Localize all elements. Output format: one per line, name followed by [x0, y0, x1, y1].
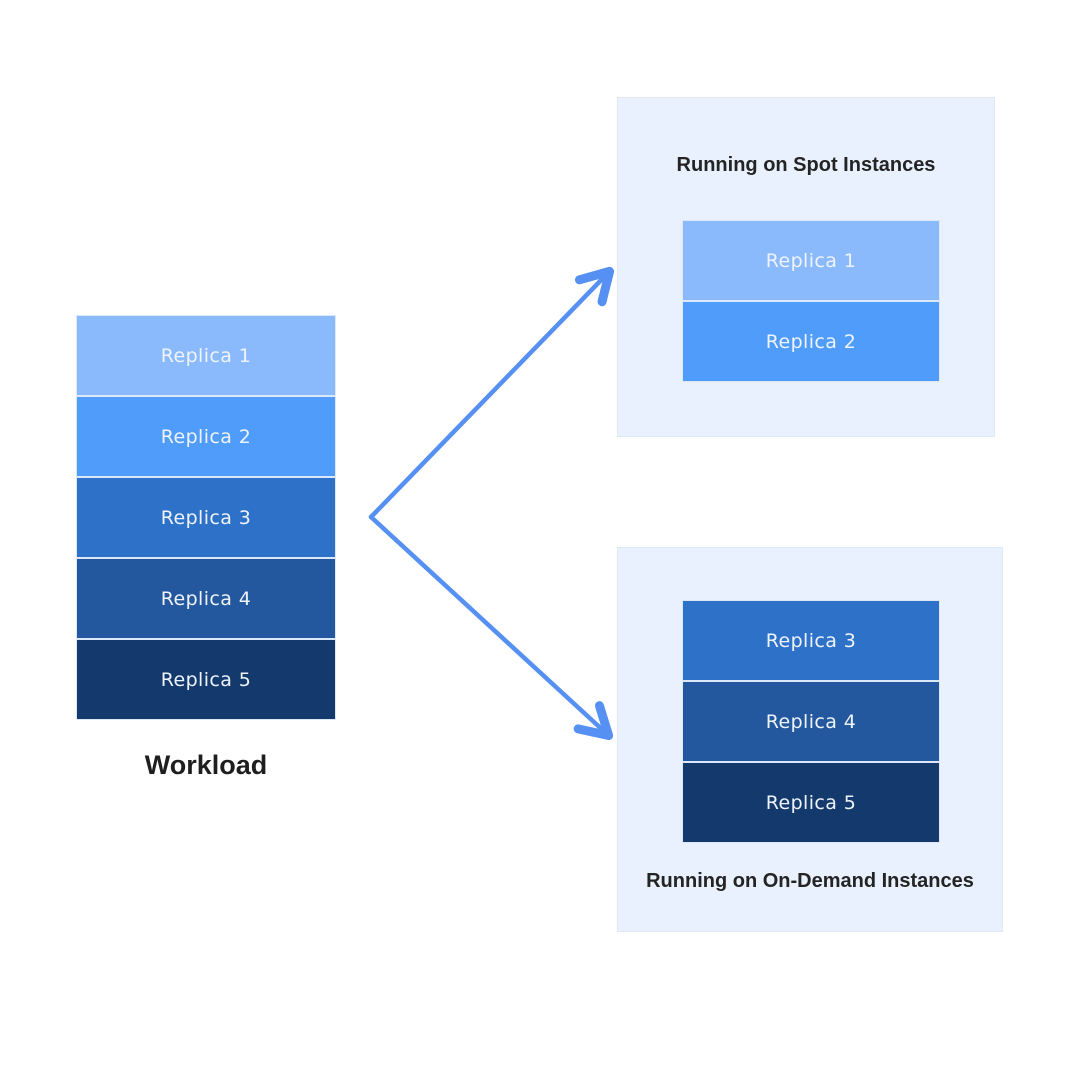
workload-replica-1: Replica 1 — [76, 315, 336, 396]
ondemand-panel-title: Running on On-Demand Instances — [646, 870, 974, 892]
replica-label: Replica 1 — [160, 344, 252, 367]
replica-label: Replica 2 — [160, 425, 252, 448]
ondemand-instances-panel: Replica 3 Replica 4 Replica 5 Running on… — [617, 547, 1003, 932]
workload-replica-2: Replica 2 — [76, 396, 336, 477]
ondemand-replica-5: Replica 5 — [682, 762, 940, 843]
spot-panel-title: Running on Spot Instances — [676, 154, 936, 176]
spot-replica-1: Replica 1 — [682, 220, 940, 301]
replica-label: Replica 5 — [160, 668, 252, 691]
spot-replica-stack: Replica 1 Replica 2 — [682, 220, 940, 382]
replica-label: Replica 3 — [160, 506, 252, 529]
replica-label: Replica 3 — [765, 629, 857, 652]
replica-label: Replica 2 — [765, 330, 857, 353]
spot-replica-2: Replica 2 — [682, 301, 940, 382]
spot-instances-panel: Running on Spot Instances Replica 1 Repl… — [617, 97, 995, 437]
workload-stack: Replica 1 Replica 2 Replica 3 Replica 4 … — [76, 315, 336, 720]
workload-title: Workload — [144, 750, 268, 780]
workload-replica-5: Replica 5 — [76, 639, 336, 720]
ondemand-replica-3: Replica 3 — [682, 600, 940, 681]
replica-label: Replica 4 — [160, 587, 252, 610]
replica-label: Replica 1 — [765, 249, 857, 272]
arrow-to-spot — [368, 266, 615, 520]
replica-label: Replica 4 — [765, 710, 857, 733]
ondemand-replica-stack: Replica 3 Replica 4 Replica 5 — [682, 600, 940, 843]
workload-replica-3: Replica 3 — [76, 477, 336, 558]
workload-replica-4: Replica 4 — [76, 558, 336, 639]
replica-label: Replica 5 — [765, 791, 857, 814]
ondemand-replica-4: Replica 4 — [682, 681, 940, 762]
arrow-to-ondemand — [368, 514, 614, 741]
